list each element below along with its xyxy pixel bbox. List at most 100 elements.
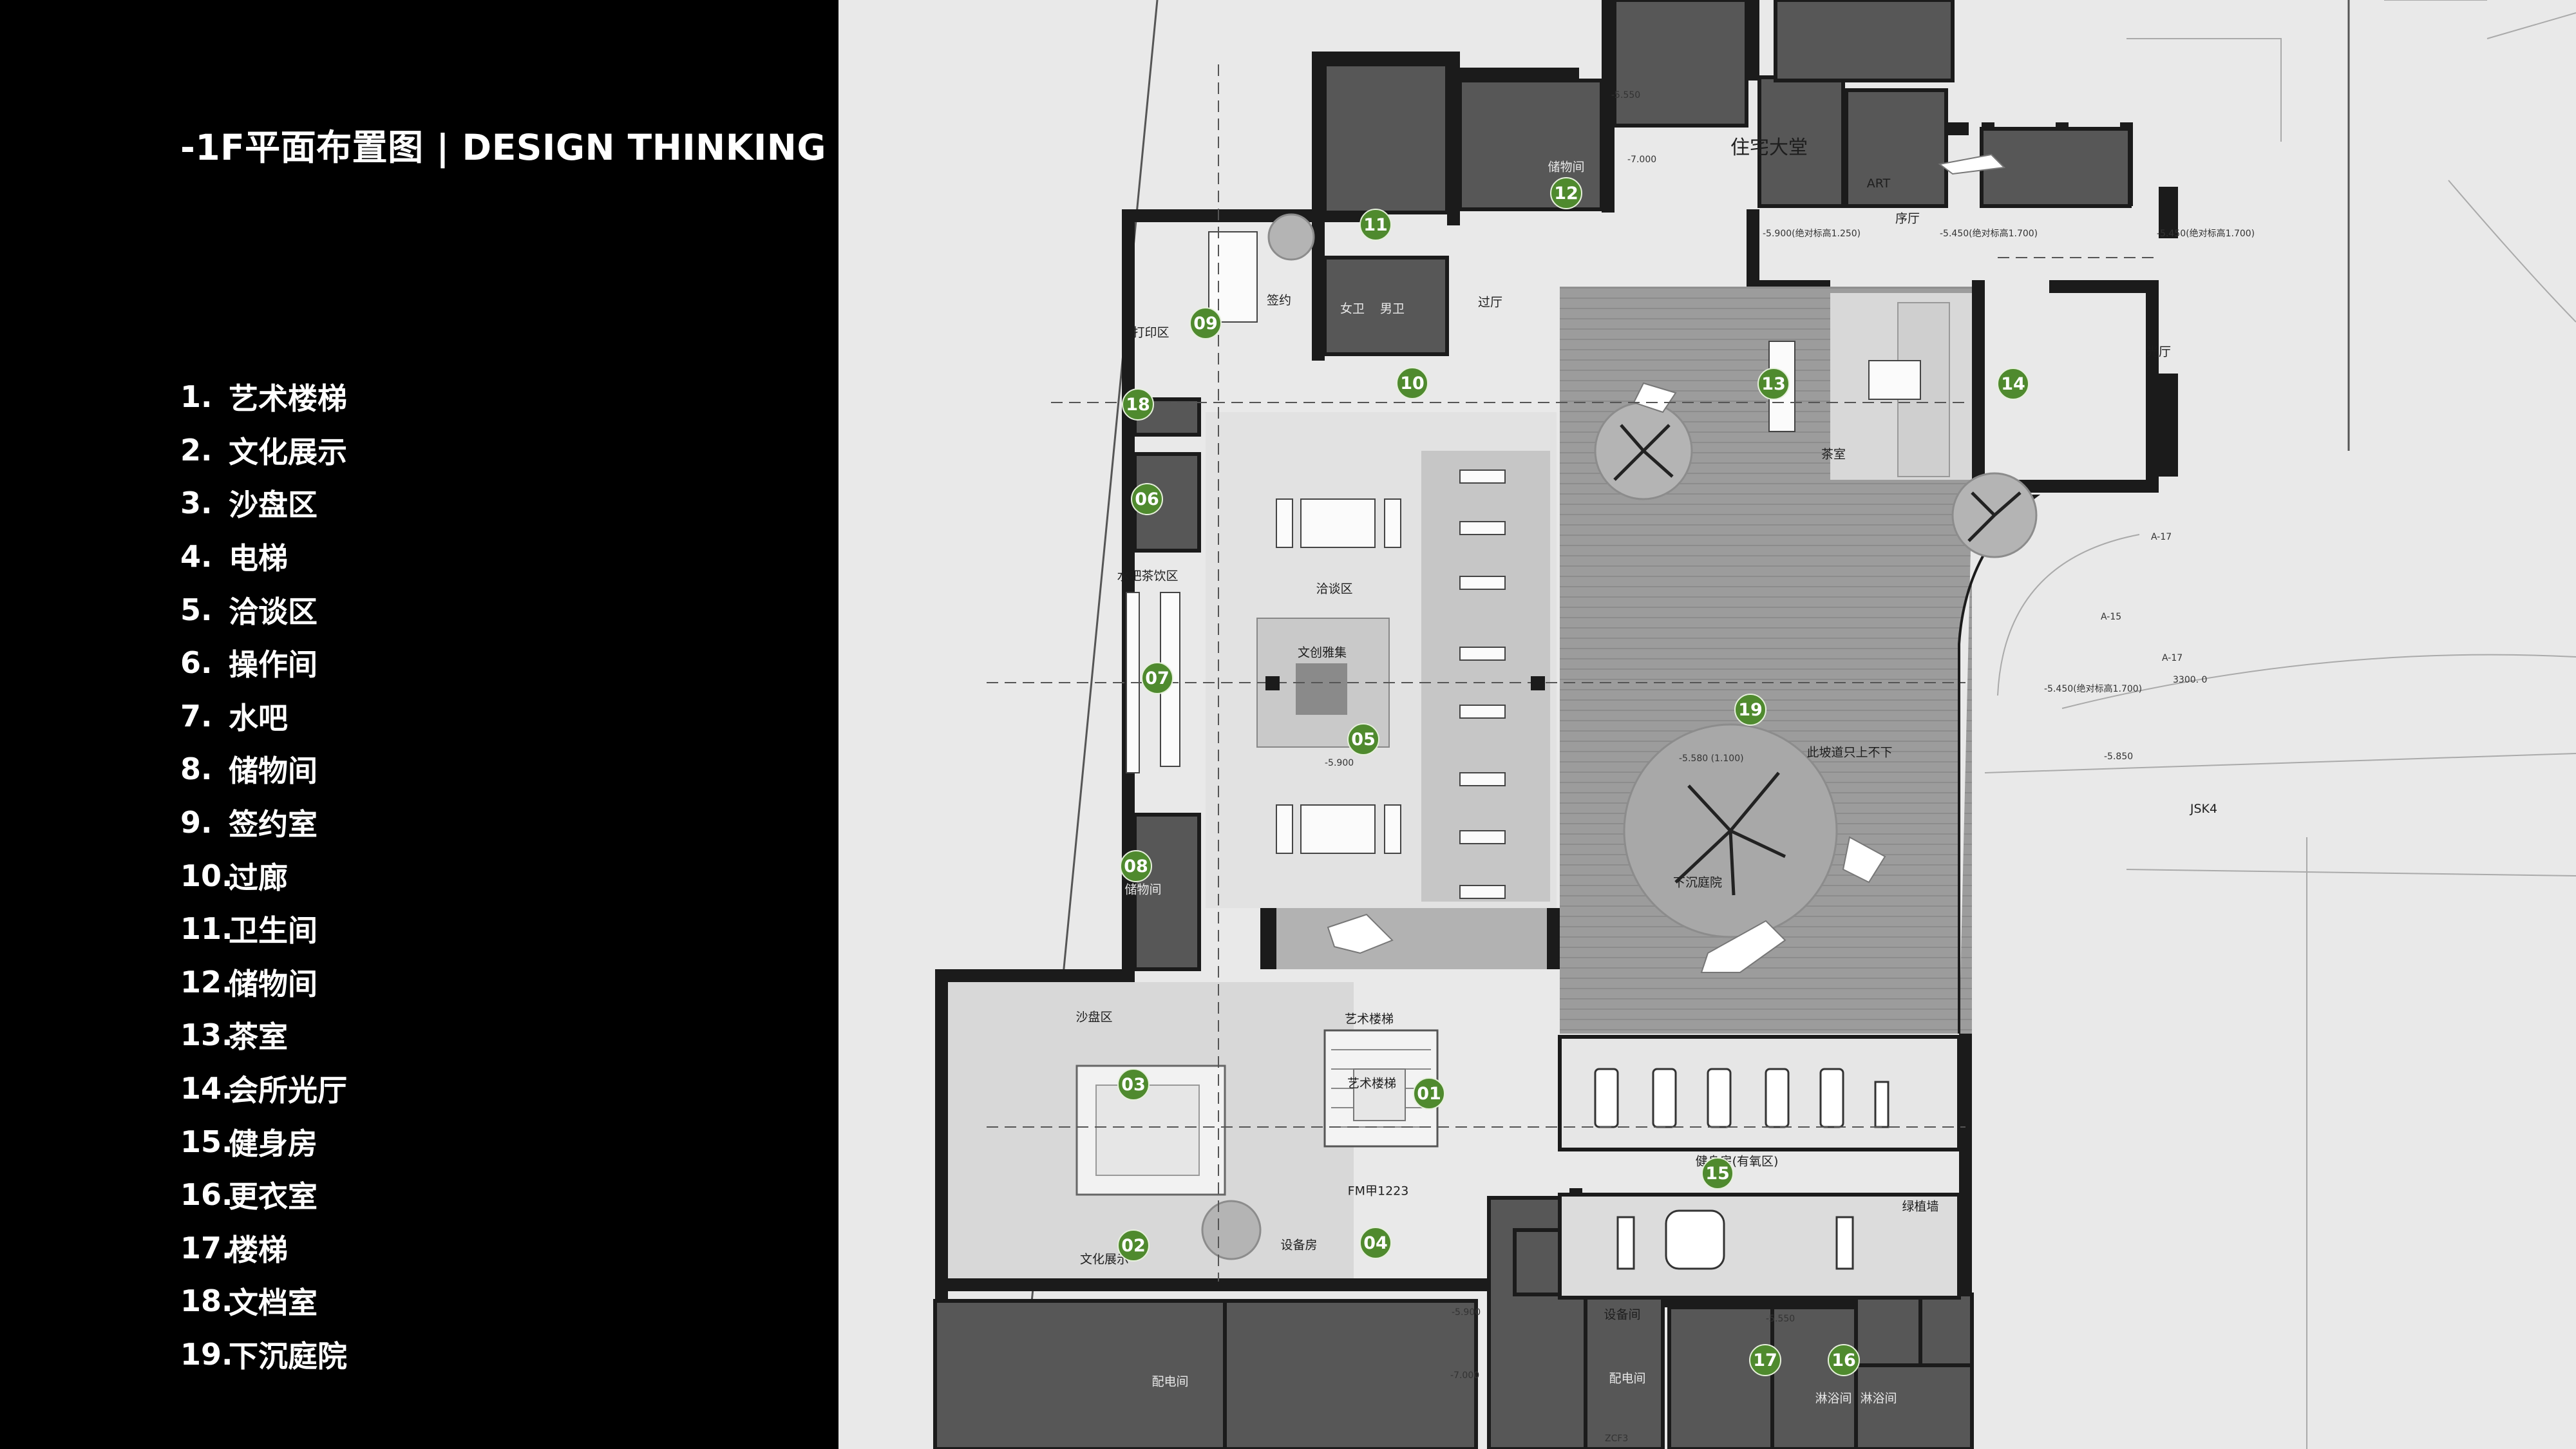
legend-number: 18. <box>180 1283 233 1319</box>
legend-number: 16. <box>180 1177 233 1213</box>
label-equipment: 设备房 <box>1280 1238 1318 1253</box>
label-art: ART <box>1866 176 1891 191</box>
label-art-stair-top: 艺术楼梯 <box>1344 1012 1394 1027</box>
legend-number: 3. <box>180 486 213 521</box>
marker-09: 09 <box>1189 307 1222 339</box>
legend-item: 14.会所光厅 <box>180 1062 347 1115</box>
legend-label: 健身房 <box>229 1126 317 1161</box>
legend-item: 19.下沉庭院 <box>180 1328 347 1381</box>
label-water-bar: 水吧茶饮区 <box>1117 569 1179 583</box>
marker-16: 16 <box>1828 1344 1860 1376</box>
legend-label: 下沉庭院 <box>229 1338 347 1374</box>
dim-6: -5.850 <box>2104 752 2134 762</box>
legend-label: 操作间 <box>229 647 317 683</box>
dim-12: A-17 <box>2162 653 2183 663</box>
label-print-area: 打印区 <box>1132 325 1170 340</box>
marker-18: 18 <box>1122 388 1154 421</box>
legend-label: 艺术楼梯 <box>229 381 347 417</box>
legend-number: 13. <box>180 1018 233 1053</box>
legend-item: 13.茶室 <box>180 1009 347 1062</box>
marker-17: 17 <box>1749 1344 1781 1376</box>
dim-13: A-17 <box>2151 532 2172 542</box>
dim-4: -5.450(绝对标高1.700) <box>2044 684 2143 694</box>
label-male-wc: 男卫 <box>1379 301 1405 316</box>
label-fm: FM甲1223 <box>1347 1184 1409 1198</box>
legend-number: 8. <box>180 752 213 787</box>
dim-7: -5.900 <box>1325 758 1354 768</box>
legend-label: 茶室 <box>229 1019 288 1055</box>
legend-label: 沙盘区 <box>229 488 317 523</box>
label-light-hall: 光厅 <box>2146 345 2172 359</box>
dim-5: 3300. 0 <box>2173 675 2208 685</box>
legend-label: 电梯 <box>229 541 288 576</box>
legend-label: 洽谈区 <box>229 594 317 629</box>
dim-16: ZCF3 <box>1605 1434 1629 1444</box>
legend-label: 储物间 <box>229 753 317 789</box>
legend-number: 1. <box>180 379 213 415</box>
legend-item: 15.健身房 <box>180 1115 347 1168</box>
legend-label: 文化展示 <box>229 434 347 469</box>
legend-item: 5. 洽谈区 <box>180 583 347 636</box>
legend-label: 水吧 <box>229 700 288 735</box>
legend-label: 储物间 <box>229 966 317 1001</box>
legend-item: 9. 签约室 <box>180 796 347 849</box>
label-power-room-1: 配电间 <box>1151 1374 1189 1389</box>
legend-label: 签约室 <box>229 807 317 842</box>
dim-3: -5.450(绝对标高1.700) <box>2157 229 2255 239</box>
legend-item: 8. 储物间 <box>180 743 347 796</box>
legend-number: 6. <box>180 645 213 681</box>
legend-number: 11. <box>180 911 233 947</box>
dim-10: -7.000 <box>1627 155 1657 165</box>
marker-05: 05 <box>1347 723 1379 755</box>
dim-9: -5.550 <box>1766 1314 1795 1324</box>
marker-15: 15 <box>1701 1157 1734 1189</box>
dim-15: -7.000 <box>1450 1370 1480 1381</box>
legend-number: 12. <box>180 964 233 999</box>
legend-number: 10. <box>180 858 233 893</box>
label-shower-1: 淋浴间 <box>1815 1391 1852 1406</box>
marker-07: 07 <box>1141 662 1173 694</box>
legend-label: 卫生间 <box>229 913 317 949</box>
label-culture-display: 文化展示 <box>1079 1252 1130 1267</box>
trees <box>1201 213 2038 1260</box>
label-female-wc: 女卫 <box>1340 301 1365 316</box>
floor-plan: 住宅大堂 序厅 ART 光厅 过厅 签约 打印区 茶室 水吧茶饮区 洽谈区 文创… <box>838 0 2576 1449</box>
marker-14: 14 <box>1997 368 2029 400</box>
legend-number: 15. <box>180 1124 233 1159</box>
marker-06: 06 <box>1131 483 1163 515</box>
label-storage-8: 储物间 <box>1124 882 1162 897</box>
legend-item: 1. 艺术楼梯 <box>180 370 347 424</box>
legend-item: 18.文档室 <box>180 1274 347 1328</box>
service-rooms <box>933 0 2132 1449</box>
label-sunken-court: 下沉庭院 <box>1672 875 1723 890</box>
dim-1: -5.900(绝对标高1.250) <box>1763 229 1861 239</box>
legend-number: 5. <box>180 592 213 627</box>
label-power-room-2: 配电间 <box>1609 1371 1646 1386</box>
legend-number: 9. <box>180 805 213 840</box>
label-shower-2: 淋浴间 <box>1860 1391 1897 1406</box>
legend-label: 过廊 <box>229 860 288 895</box>
label-cultural-goods: 文创雅集 <box>1297 645 1347 660</box>
dim-11: A-15 <box>2101 612 2122 622</box>
marker-03: 03 <box>1117 1068 1150 1101</box>
label-residential-lobby: 住宅大堂 <box>1730 137 1808 159</box>
label-foyer: 序厅 <box>1895 211 1920 226</box>
marker-01: 01 <box>1413 1077 1445 1110</box>
legend-label: 楼梯 <box>229 1232 288 1267</box>
legend-item: 12.储物间 <box>180 956 347 1009</box>
label-equip-room: 设备间 <box>1604 1307 1641 1322</box>
label-jsk: JSK4 <box>2190 802 2218 816</box>
legend-item: 16.更衣室 <box>180 1168 347 1222</box>
marker-02: 02 <box>1117 1229 1150 1262</box>
dim-2: -5.450(绝对标高1.700) <box>1940 229 2038 239</box>
legend-label: 更衣室 <box>229 1179 317 1215</box>
legend-number: 19. <box>180 1336 233 1372</box>
legend-item: 10.过廊 <box>180 849 347 902</box>
label-sand-table: 沙盘区 <box>1075 1010 1113 1025</box>
legend-number: 14. <box>180 1071 233 1106</box>
marker-04: 04 <box>1359 1227 1392 1259</box>
furniture <box>1126 231 1921 899</box>
label-tea-room: 茶室 <box>1821 447 1846 462</box>
legend-number: 7. <box>180 698 213 734</box>
